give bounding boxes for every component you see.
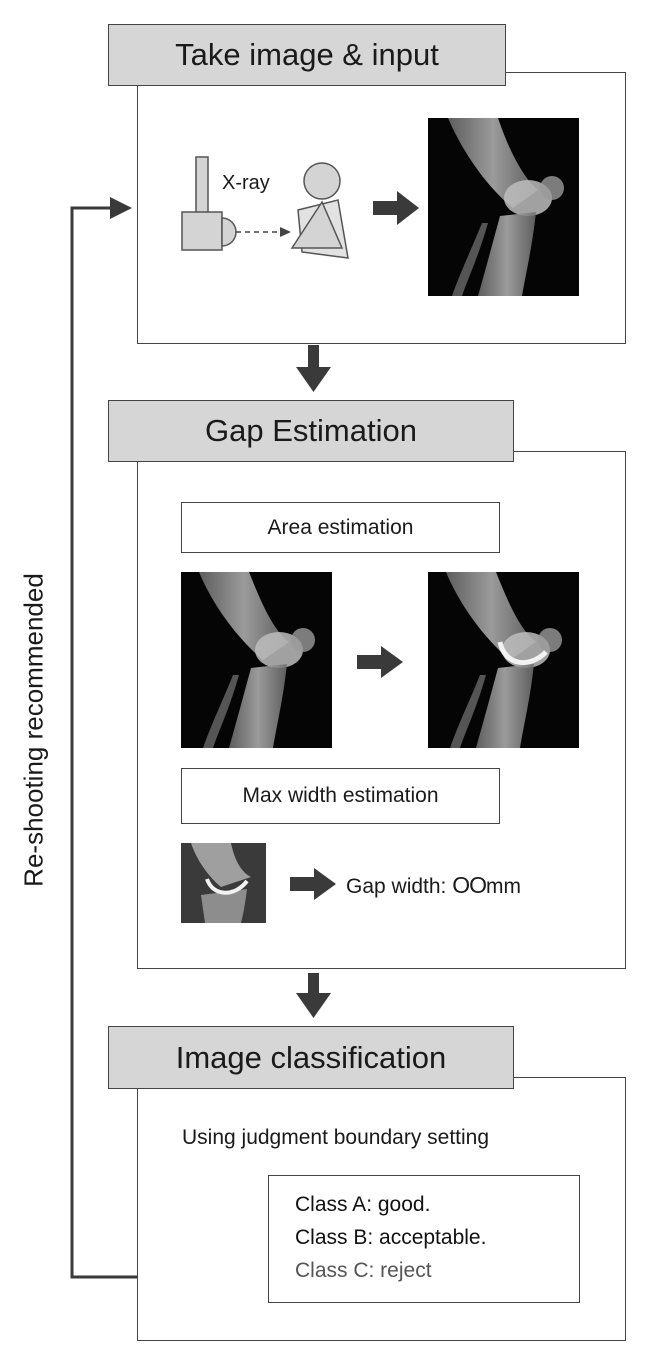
class-a-label: Class A: good.: [295, 1193, 431, 1216]
max-width-estimation-label: Max width estimation: [242, 784, 439, 807]
section-title: Image classification: [175, 1039, 447, 1075]
section-header-classification: Image classification: [108, 1026, 514, 1089]
gap-width-unit: mm: [486, 875, 522, 898]
section-title: Take image & input: [175, 37, 439, 72]
xray-machine-icon: [181, 156, 349, 259]
class-list-box: Class A: good. Class B: acceptable. Clas…: [268, 1175, 580, 1303]
arrow-right-icon: [357, 646, 403, 678]
knee-xray-before-image: [181, 572, 332, 748]
gap-width-value: OO: [452, 872, 487, 898]
section-header-capture: Take image & input: [108, 24, 506, 86]
knee-xray-image: [428, 118, 579, 296]
flow-arrow-2-shaft: [308, 973, 319, 995]
flow-arrow-1-shaft: [308, 345, 319, 369]
section-title: Gap Estimation: [205, 413, 417, 448]
reshoot-loop-arrowhead: [110, 197, 132, 219]
gap-crop-image: [181, 843, 266, 923]
reshoot-label-wrapper: Re-shooting recommended: [18, 520, 50, 940]
area-estimation-label: Area estimation: [267, 515, 414, 539]
xray-label: X-ray: [222, 172, 270, 194]
gap-width-label: Gap width:: [346, 875, 453, 898]
reshoot-label: Re-shooting recommended: [18, 573, 49, 887]
boundary-setting-label: Using judgment boundary setting: [182, 1126, 490, 1149]
max-width-estimation-label-box: Max width estimation: [181, 768, 500, 824]
class-c-label: Class C: reject: [295, 1259, 432, 1282]
arrow-right-icon: [373, 191, 419, 225]
flow-arrow-2-head: [296, 993, 331, 1018]
area-estimation-label-box: Area estimation: [181, 502, 500, 553]
flow-arrow-1-head: [296, 367, 331, 392]
section-header-gap-estimation: Gap Estimation: [108, 400, 514, 462]
class-b-label: Class B: acceptable.: [295, 1226, 487, 1249]
gap-width-readout: Gap width: OOmm: [346, 872, 521, 899]
arrow-right-icon: [290, 868, 336, 900]
knee-xray-segmented-image: [428, 572, 579, 748]
